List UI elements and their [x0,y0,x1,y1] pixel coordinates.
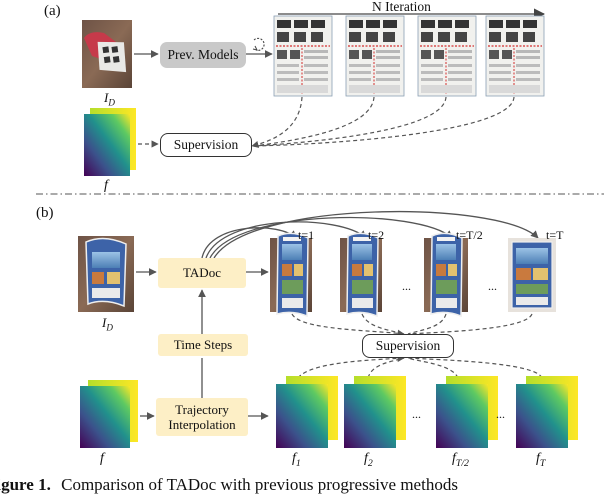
ellipsis-flows-1: ... [412,407,421,421]
output-t1 [270,232,312,317]
trajectory-box: Trajectory Interpolation [156,398,248,436]
supervision-box-b: Supervision [362,334,454,358]
flow-field-a [84,108,136,176]
flow-fT [516,376,578,448]
output-t2 [340,232,382,317]
iteration-doc-4 [485,15,545,97]
iteration-doc-2 [345,15,405,97]
caption-text: Comparison of TADoc with previous progre… [61,475,458,494]
input-photo-b [78,236,134,312]
supervision-links-b-bottom [297,354,543,379]
flow-label-fT2: fT/2 [452,451,469,469]
supervision-box-a: Supervision [160,133,252,157]
tadoc-box: TADoc [158,258,246,288]
flow-f2 [344,376,406,448]
ellipsis-flows-2: ... [496,407,505,421]
supervision-links-a [251,96,515,148]
input-label-a: ID [104,90,115,108]
flow-label-fT: fT [536,451,546,469]
output-tT2 [424,232,468,317]
flow-label-f1: f1 [292,451,301,469]
ellipsis-outputs-1: ... [402,279,411,293]
flow-fT2 [436,376,498,448]
input-label-b: ID [102,315,113,333]
trajectory-line-1: Trajectory [175,401,229,417]
trajectory-line-2: Interpolation [168,417,236,432]
iteration-doc-3 [417,15,477,97]
iteration-label: N Iteration [372,0,431,14]
time-steps-box: Time Steps [158,334,248,356]
panel-a-label: (a) [44,3,61,19]
flow-label-f2: f2 [364,451,373,469]
timestep-label-2: t=2 [368,228,385,242]
panel-b-label: (b) [36,205,54,221]
caption-figure-number: Figure 1. [0,475,51,494]
loop-icon [252,37,265,51]
flow-label-a: f [104,178,108,193]
prev-models-box: Prev. Models [160,42,246,68]
input-photo-a [82,20,132,88]
iteration-doc-1 [273,15,333,97]
supervision-links-b-top [291,313,533,337]
flow-field-b [80,380,138,448]
timestep-label-1: t=1 [298,228,315,242]
ellipsis-outputs-2: ... [488,279,497,293]
figure-caption: Figure 1. Comparison of TADoc with previ… [0,475,604,495]
output-tT [508,238,556,312]
timestep-label-3: t=T/2 [456,228,483,242]
flow-label-b: f [100,451,104,466]
flow-f1 [276,376,338,448]
timestep-label-4: t=T [546,228,564,242]
